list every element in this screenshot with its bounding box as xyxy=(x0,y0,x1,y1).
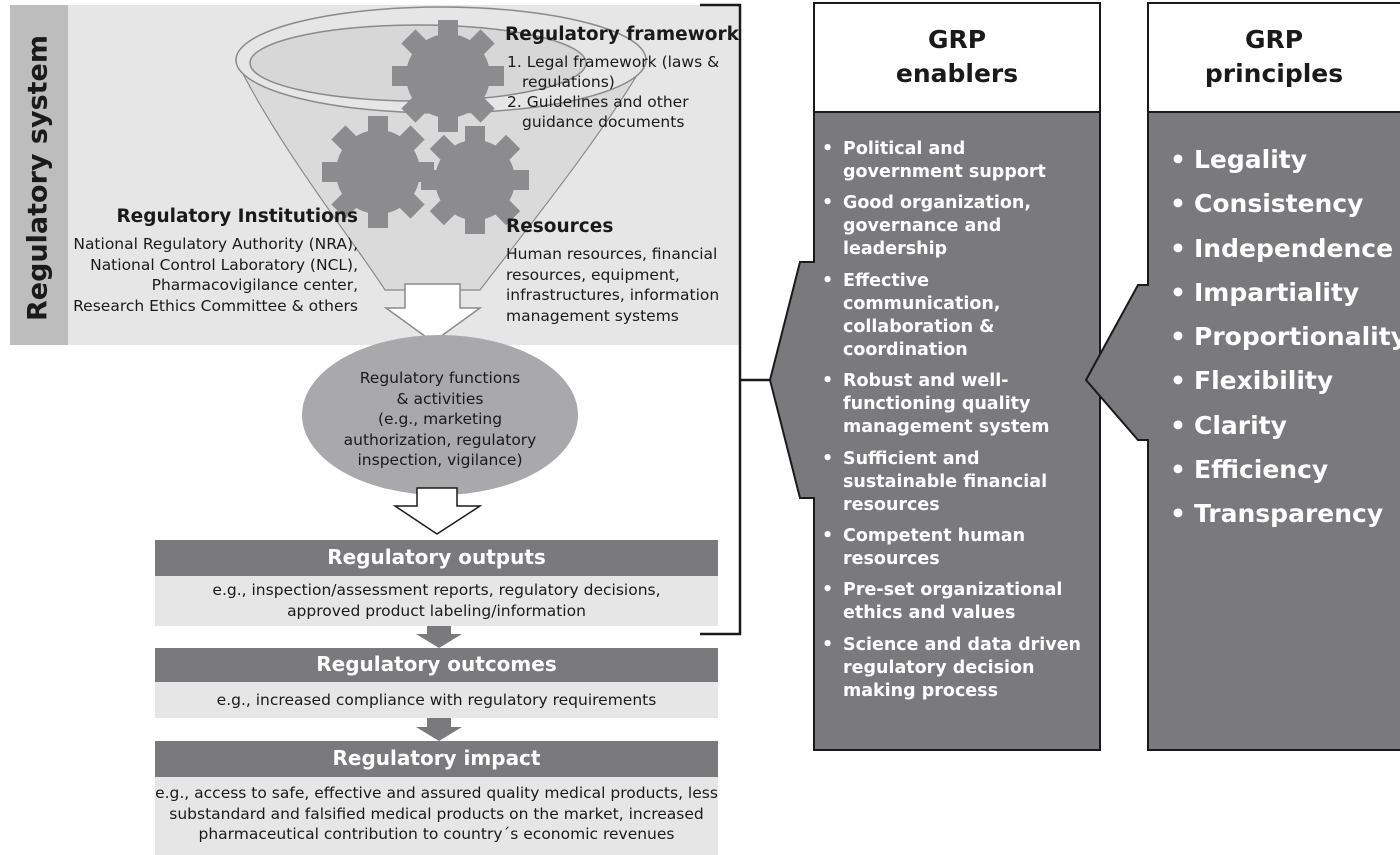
bullet-icon: • xyxy=(822,448,834,469)
text-line: Human resources, financial xyxy=(506,245,718,263)
list-item: •Political and government support xyxy=(822,139,1046,182)
principles-arrow-shape xyxy=(1084,111,1400,751)
text-line: Pharmacovigilance center, xyxy=(151,276,358,294)
list-item: •Robust and well-functioning quality man… xyxy=(822,371,1050,438)
header-line: principles xyxy=(1204,59,1344,88)
text-line: e.g., increased compliance with regulato… xyxy=(216,691,657,709)
enablers-header: GRP enablers xyxy=(814,23,1100,91)
text-line: e.g., access to safe, effective and assu… xyxy=(155,784,718,802)
impact-title: Regulatory impact xyxy=(332,746,541,770)
text-line: e.g., inspection/assessment reports, reg… xyxy=(212,581,661,599)
outcomes-title-bar xyxy=(155,648,718,682)
principles-header: GRP principles xyxy=(1148,23,1400,91)
list-item: •Sufficient and sustainable financial re… xyxy=(822,448,1048,515)
list-item: guidance documents xyxy=(522,113,685,131)
bullet-icon: • xyxy=(822,139,834,159)
list-item: •Consistency xyxy=(1170,182,1400,226)
principles-header-box xyxy=(1147,2,1400,113)
bullet-icon: • xyxy=(1170,322,1186,352)
regulatory-system-title-band xyxy=(10,5,68,345)
bullet-icon: • xyxy=(1170,366,1186,396)
outputs-text: e.g., inspection/assessment reports, reg… xyxy=(155,580,718,621)
functions-ellipse xyxy=(302,335,578,495)
bullet-icon: • xyxy=(1170,455,1186,485)
list-item: •Clarity xyxy=(1170,404,1400,448)
down-arrow-icon xyxy=(416,718,462,741)
bullet-icon: • xyxy=(822,270,834,291)
bullet-icon: • xyxy=(822,634,834,655)
bullet-icon: • xyxy=(1170,233,1186,263)
outputs-text-box xyxy=(155,576,718,626)
text-line: National Control Laboratory (NCL), xyxy=(90,255,358,274)
functions-text: Regulatory functions & activities (e.g.,… xyxy=(310,368,570,471)
institutions-title: Regulatory Institutions xyxy=(116,206,358,227)
bullet-icon: • xyxy=(822,193,834,214)
text-line: infrastructures, information xyxy=(506,286,720,304)
regulatory-system-title: Regulatory system xyxy=(22,35,54,321)
list-item: •Competent human resources xyxy=(822,525,1026,569)
list-item: •Efficiency xyxy=(1170,448,1400,492)
bullet-icon: • xyxy=(822,371,834,392)
impact-text-box xyxy=(155,777,718,855)
system-bracket xyxy=(700,3,742,636)
list-item: 1. Legal framework (laws & xyxy=(507,53,720,71)
outcomes-title: Regulatory outcomes xyxy=(316,652,557,676)
regulatory-framework-title: Regulatory framework xyxy=(505,24,739,45)
impact-title-bar xyxy=(155,741,718,777)
hollow-arrow-icon xyxy=(383,283,483,343)
hollow-arrow-icon xyxy=(392,487,483,535)
list-item: •Proportionality xyxy=(1170,315,1400,359)
enablers-list: •Political and government support •Good … xyxy=(822,138,1090,711)
list-item: •Science and data driven regulatory deci… xyxy=(822,634,1082,701)
list-item: •Legality xyxy=(1170,138,1400,182)
outputs-title-bar xyxy=(155,540,718,576)
list-item: •Transparency xyxy=(1170,492,1400,536)
list-item: regulations) xyxy=(522,73,615,91)
header-line: GRP xyxy=(927,25,987,54)
institutions-text: National Regulatory Authority (NRA), Nat… xyxy=(60,234,358,316)
list-item: •Independence xyxy=(1170,227,1400,271)
text-line: management systems xyxy=(506,306,679,325)
bullet-icon: • xyxy=(1170,189,1186,219)
list-item: •Effective communication, collaboration … xyxy=(822,270,1001,360)
text-line: substandard and falsified medical produc… xyxy=(169,804,704,823)
bullet-icon: • xyxy=(822,580,834,601)
outcomes-text-box xyxy=(155,682,718,718)
text-line: Research Ethics Committee & others xyxy=(73,296,358,315)
gear-icon xyxy=(392,20,504,132)
bullet-icon: • xyxy=(1170,145,1186,174)
text-line: (e.g., marketing xyxy=(377,410,503,428)
bullet-icon: • xyxy=(1170,277,1186,307)
bullet-icon: • xyxy=(1170,410,1186,440)
principles-list: •Legality •Consistency •Independence •Im… xyxy=(1170,138,1400,537)
text-line: approved product labeling/information xyxy=(287,601,586,620)
bullet-icon: • xyxy=(822,525,834,546)
outcomes-text: e.g., increased compliance with regulato… xyxy=(155,690,718,711)
resources-title: Resources xyxy=(506,216,614,237)
text-line: National Regulatory Authority (NRA), xyxy=(73,235,358,253)
text-line: & activities xyxy=(396,389,484,408)
list-item: •Good organization, governance and leade… xyxy=(822,193,1031,260)
enablers-header-box xyxy=(813,2,1101,113)
text-line: Regulatory functions xyxy=(359,369,521,387)
header-line: enablers xyxy=(895,59,1019,88)
text-line: authorization, regulatory xyxy=(343,430,537,449)
down-arrow-icon xyxy=(416,626,462,648)
text-line: inspection, vigilance) xyxy=(357,451,523,469)
regulatory-framework-list: 1. Legal framework (laws & regulations) … xyxy=(507,52,719,132)
header-line: GRP xyxy=(1244,25,1304,54)
enablers-arrow-shape xyxy=(768,111,1101,751)
list-item: •Pre-set organizational ethics and value… xyxy=(822,580,1063,624)
resources-text: Human resources, financial resources, eq… xyxy=(506,244,731,326)
impact-text: e.g., access to safe, effective and assu… xyxy=(155,783,718,845)
bullet-icon: • xyxy=(1170,499,1186,529)
list-item: •Flexibility xyxy=(1170,359,1400,403)
list-item: 2. Guidelines and other xyxy=(507,93,689,111)
text-line: resources, equipment, xyxy=(506,265,680,284)
outputs-title: Regulatory outputs xyxy=(327,545,546,569)
text-line: pharmaceutical contribution to country´s… xyxy=(198,825,675,843)
list-item: •Impartiality xyxy=(1170,271,1400,315)
